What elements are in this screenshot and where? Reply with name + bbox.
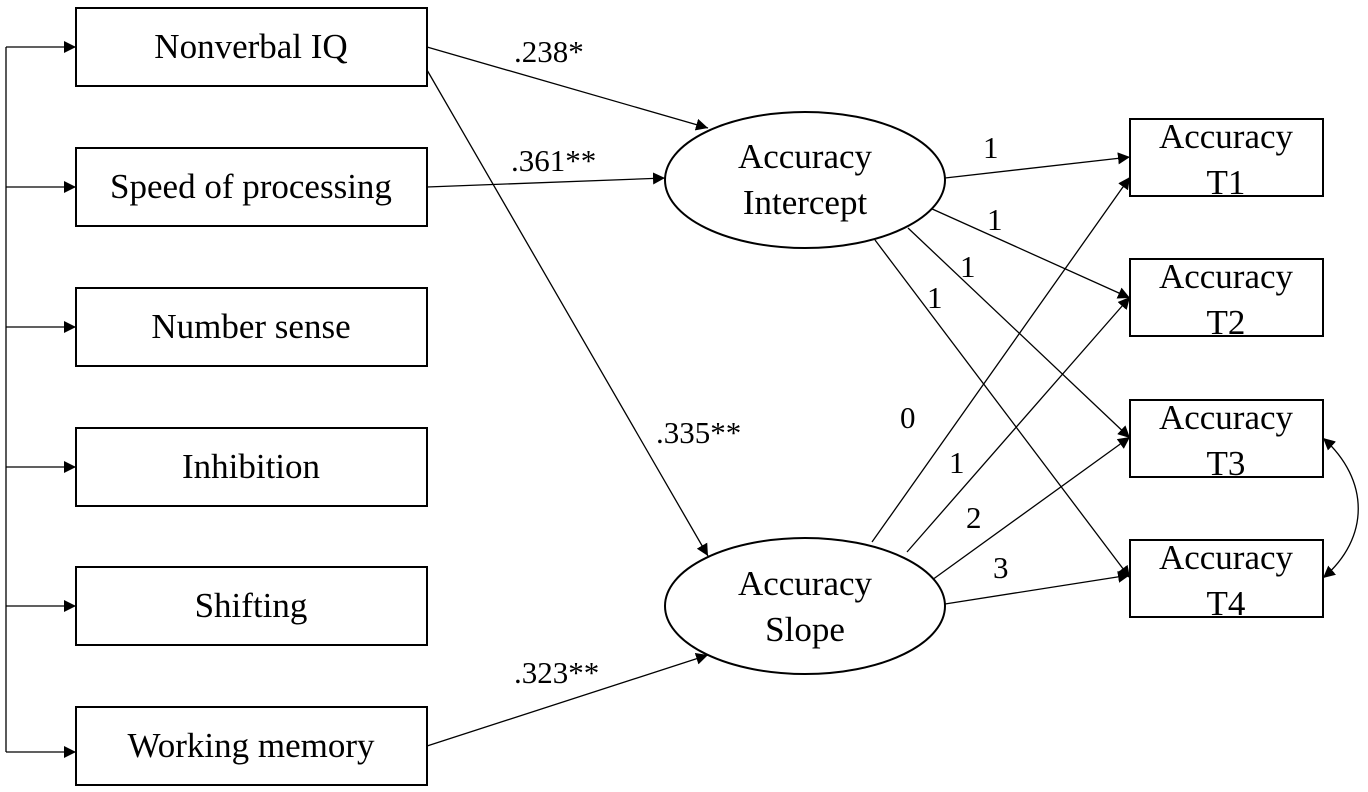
predictor-nonverbal-iq: Nonverbal IQ bbox=[75, 7, 428, 87]
indicator-label-line-1: Accuracy bbox=[1159, 398, 1294, 437]
path-nonverbal-iq-to-slope bbox=[426, 69, 709, 557]
loading-label-intercept-t4: 1 bbox=[927, 280, 943, 315]
structural-paths bbox=[426, 46, 709, 747]
loading-intercept-t4 bbox=[874, 239, 1131, 579]
predictor-label: Inhibition bbox=[182, 447, 320, 486]
loading-label-slope-t1: 0 bbox=[900, 400, 916, 435]
path-speed-to-intercept bbox=[426, 172, 666, 188]
loading-label-intercept-t1: 1 bbox=[983, 130, 999, 165]
predictor-label: Nonverbal IQ bbox=[154, 27, 347, 66]
path-working-memory-to-slope bbox=[426, 652, 709, 747]
latent-label-line-1: Accuracy bbox=[738, 137, 873, 176]
indicator-accuracy-t2: Accuracy T2 bbox=[1129, 257, 1324, 342]
latent-label-line-1: Accuracy bbox=[738, 564, 873, 603]
predictor-rail bbox=[5, 41, 76, 758]
predictor-speed-of-processing: Speed of processing bbox=[75, 147, 428, 227]
loading-label-intercept-t2: 1 bbox=[987, 202, 1003, 237]
coefficient-nonverbal-iq-slope: .335** bbox=[656, 415, 741, 450]
loading-slope-t2 bbox=[906, 296, 1131, 553]
loading-label-slope-t3: 2 bbox=[966, 500, 982, 535]
predictor-label: Number sense bbox=[151, 307, 350, 346]
predictor-shifting: Shifting bbox=[75, 566, 428, 646]
loading-intercept-t2 bbox=[929, 207, 1131, 299]
loading-slope-t3 bbox=[931, 436, 1131, 581]
latent-accuracy-slope: Accuracy Slope bbox=[664, 537, 946, 675]
indicator-accuracy-t4: Accuracy T4 bbox=[1129, 538, 1324, 623]
loading-slope-t4 bbox=[944, 570, 1131, 605]
predictor-working-memory: Working memory bbox=[75, 706, 428, 786]
indicator-label-line-2: T2 bbox=[1207, 303, 1246, 342]
coefficient-working-memory-slope: .323** bbox=[514, 655, 599, 690]
loading-label-slope-t2: 1 bbox=[949, 445, 965, 480]
indicator-label-line-2: T3 bbox=[1207, 444, 1246, 483]
indicator-label-line-1: Accuracy bbox=[1159, 538, 1294, 577]
loading-slope-t1 bbox=[871, 176, 1131, 543]
coefficient-speed-intercept: .361** bbox=[511, 143, 596, 178]
predictor-label: Shifting bbox=[195, 586, 308, 625]
indicator-accuracy-t1: Accuracy T1 bbox=[1129, 117, 1324, 202]
predictor-inhibition: Inhibition bbox=[75, 427, 428, 507]
loading-intercept-t1 bbox=[944, 152, 1131, 179]
predictor-label: Working memory bbox=[128, 726, 375, 765]
path-nonverbal-iq-to-intercept bbox=[426, 46, 709, 131]
indicator-label-line-2: T1 bbox=[1207, 163, 1246, 202]
loading-label-intercept-t3: 1 bbox=[960, 249, 976, 284]
indicator-label-line-1: Accuracy bbox=[1159, 117, 1294, 156]
indicator-label-line-1: Accuracy bbox=[1159, 257, 1294, 296]
loading-paths bbox=[871, 152, 1131, 605]
coefficient-nonverbal-iq-intercept: .238* bbox=[514, 34, 584, 69]
latent-label-line-2: Intercept bbox=[743, 183, 868, 222]
predictor-label: Speed of processing bbox=[110, 167, 392, 206]
latent-accuracy-intercept: Accuracy Intercept bbox=[664, 111, 946, 249]
indicator-label-line-2: T4 bbox=[1207, 584, 1246, 623]
predictor-number-sense: Number sense bbox=[75, 287, 428, 367]
latent-label-line-2: Slope bbox=[765, 610, 845, 649]
covariance-t3-t4 bbox=[1322, 437, 1359, 579]
loading-label-slope-t4: 3 bbox=[993, 550, 1009, 585]
indicator-accuracy-t3: Accuracy T3 bbox=[1129, 398, 1324, 483]
